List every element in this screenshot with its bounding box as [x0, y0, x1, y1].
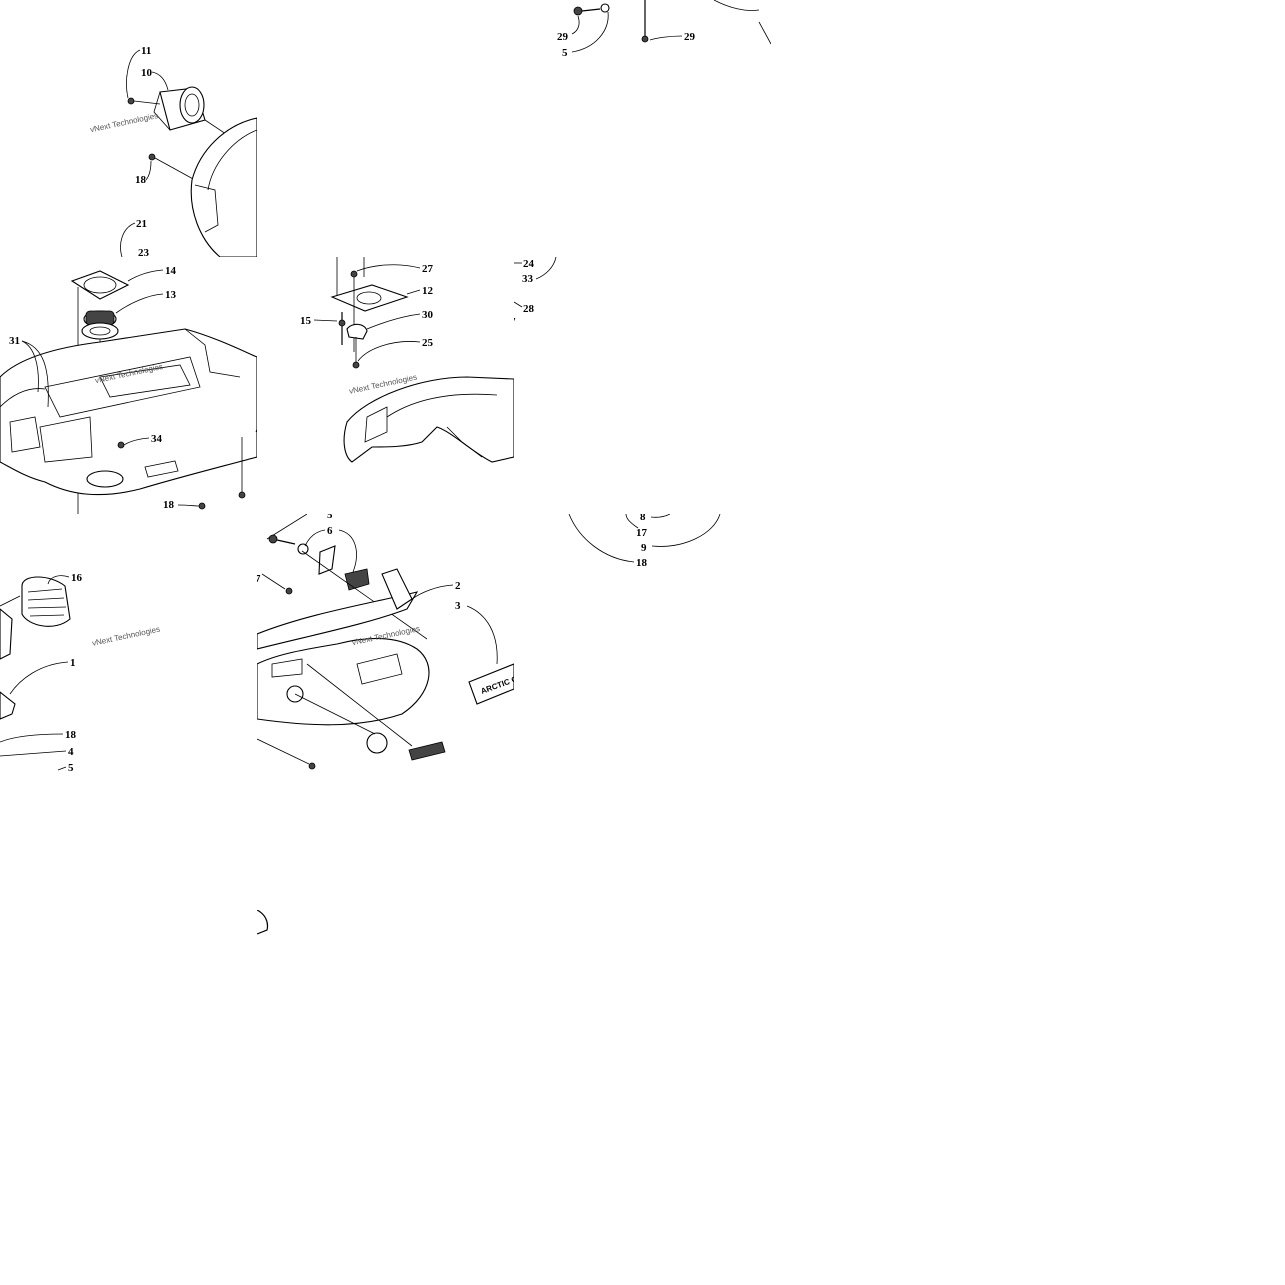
screw-part	[127, 97, 135, 105]
callout-17: 17	[636, 527, 648, 539]
nut-part	[350, 270, 358, 278]
brand-decal: ARCTIC CA	[468, 663, 514, 705]
callout-6: 6	[327, 525, 333, 537]
round-cap	[366, 732, 388, 754]
callout-29-center: 29	[684, 31, 696, 43]
gasket-plate	[70, 270, 130, 300]
callout-18: 18	[163, 499, 175, 511]
bracket-part	[346, 323, 368, 340]
callout-18: 18	[65, 729, 77, 741]
diagram-tile-top-left: 11 10 18 21 23 vNext Technologies	[0, 0, 257, 257]
callout-33: 33	[522, 273, 534, 285]
watermark-text: vNext Technologies	[89, 111, 159, 134]
callout-10: 10	[141, 67, 153, 79]
callout-1: 1	[70, 657, 76, 669]
rubber-boot	[81, 310, 119, 340]
callout-31: 31	[9, 335, 20, 347]
callout-14: 14	[165, 265, 177, 277]
bumper-bar	[257, 591, 419, 650]
watermark-text: vNext Technologies	[91, 625, 161, 648]
callout-18: 18	[636, 557, 648, 569]
callout-12: 12	[422, 285, 434, 297]
exploded-view-side-vent: 16 1 18 4 5 vNext Technologies	[0, 572, 161, 771]
callout-3: 3	[455, 600, 461, 612]
callout-18: 18	[135, 174, 147, 186]
exploded-view-hood-underside: 14 13 31 34 32 18 vNext Technologies	[0, 265, 257, 514]
callout-15: 15	[300, 315, 312, 327]
callout-29-left: 29	[557, 31, 569, 43]
side-vent-louver	[21, 576, 71, 627]
tail-light-housing	[153, 86, 206, 131]
diagram-tile-top-right: 29 5 29	[514, 0, 771, 257]
callout-7: 7	[514, 316, 516, 328]
callout-16: 16	[71, 572, 83, 584]
callout-13: 13	[165, 289, 177, 301]
bolt-29-left	[573, 3, 610, 16]
light-bar	[408, 741, 446, 761]
callout-24: 24	[523, 258, 535, 270]
mounting-plate	[330, 284, 409, 312]
diagram-tile-mid-center: 27 12 15 30 25 vNext Technologies	[257, 257, 514, 514]
callout-4: 4	[68, 746, 74, 758]
callout-34: 34	[151, 433, 163, 445]
exploded-view-mount-plate: 27 12 15 30 25 vNext Technologies	[300, 257, 514, 463]
bolt-part	[268, 534, 278, 544]
callout-23: 23	[138, 247, 150, 257]
spacer-part	[318, 545, 336, 575]
diagram-tile-low-left: 16 1 18 4 5 vNext Technologies	[0, 514, 257, 771]
grommet-part	[117, 441, 125, 449]
callout-8: 8	[640, 514, 646, 523]
callout-27: 27	[422, 263, 434, 275]
diagram-tile-mid-left: 14 13 31 34 32 18 vNext Technologies	[0, 257, 257, 514]
exploded-view-callouts-right: 24 33 28 7	[514, 257, 557, 328]
callout-21: 21	[136, 218, 147, 230]
callout-28: 28	[523, 303, 535, 315]
bumper-bracket	[344, 568, 370, 591]
fragment-part	[257, 910, 269, 935]
callout-25: 25	[422, 337, 434, 349]
exploded-view-fasteners: 29 5 29	[557, 0, 771, 59]
callout-5: 5	[68, 762, 74, 771]
diagram-tile-mid-right: 24 33 28 7	[514, 257, 771, 514]
bolt-29-center	[641, 0, 649, 43]
exploded-view-callouts-low-right: 8 17 9 18	[568, 514, 721, 569]
exploded-view-front-bumper: ARCTIC CA 5 6 7 2 3 vNext Technologies	[257, 514, 514, 770]
callout-7: 7	[257, 573, 261, 585]
callout-30: 30	[422, 309, 434, 321]
exploded-view-rear-light: 11 10 18 21 23 vNext Technologies	[89, 45, 257, 257]
callout-2: 2	[455, 580, 461, 592]
diagram-tile-low-center: ARCTIC CA 5 6 7 2 3 vNext Technologies	[257, 514, 514, 771]
diagram-tile-low-right: 8 17 9 18	[514, 514, 771, 771]
callout-5: 5	[562, 47, 568, 59]
callout-9: 9	[641, 542, 647, 554]
washer-part	[297, 543, 309, 555]
callout-5: 5	[327, 514, 333, 521]
callout-11: 11	[141, 45, 151, 57]
bolt-part	[148, 153, 156, 161]
